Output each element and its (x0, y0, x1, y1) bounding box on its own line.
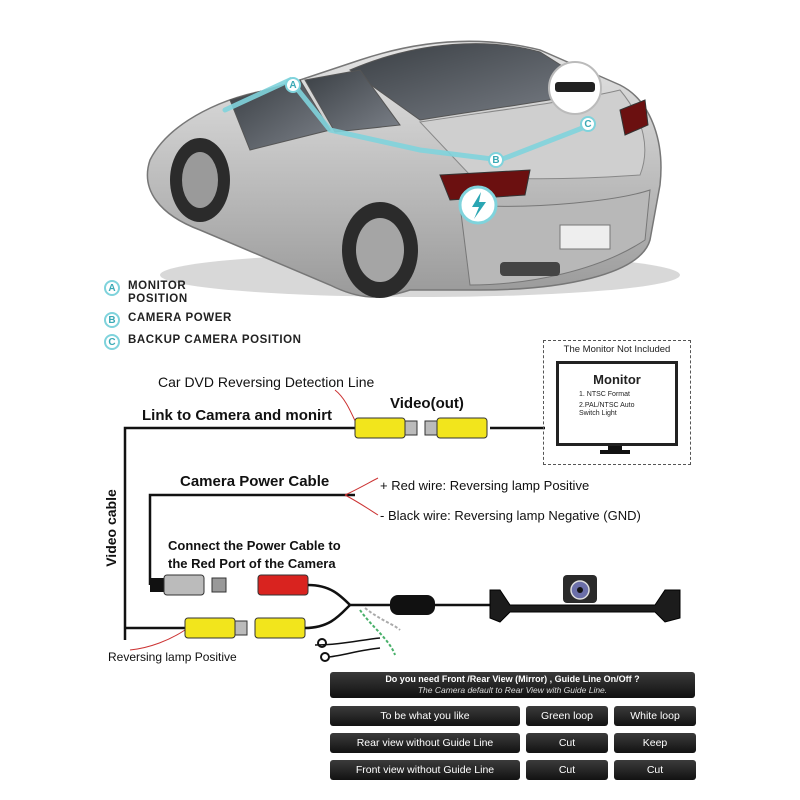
option-row-3-label: Front view without Guide Line (330, 760, 520, 780)
power-cable-label: Camera Power Cable (180, 473, 330, 490)
legend-text-a: MONITOR POSITION (128, 280, 188, 305)
link-camera-label: Link to Camera and monirt (142, 407, 333, 424)
monitor-spec-2: 2.PAL/NTSC Auto Switch Light (579, 402, 635, 417)
legend-text-c: BACKUP CAMERA POSITION (128, 334, 302, 346)
monitor-spec-1: 1. NTSC Format (579, 391, 630, 398)
marker-b: B (488, 152, 504, 168)
legend-text-b: CAMERA POWER (128, 312, 232, 324)
option-row-3-green: Cut (526, 760, 608, 780)
option-row-1-label: To be what you like (330, 706, 520, 726)
black-wire-label: - Black wire: Reversing lamp Negative (G… (380, 508, 641, 523)
option-row-2-label: Rear view without Guide Line (330, 733, 520, 753)
options-subtitle: The Camera default to Rear View with Gui… (417, 685, 608, 695)
option-row-3-white: Cut (614, 760, 696, 780)
video-cable-label: Video cable (102, 489, 119, 567)
marker-c: C (580, 116, 596, 132)
legend-camera-power: B CAMERA POWER (104, 312, 232, 328)
legend-badge-a: A (104, 280, 120, 296)
legend-backup-camera-position: C BACKUP CAMERA POSITION (104, 334, 302, 350)
option-row-1-green: Green loop (526, 706, 608, 726)
marker-a: A (285, 77, 301, 93)
options-question-bar: Do you need Front /Rear View (Mirror) , … (330, 672, 695, 698)
connect-instruction-2: the Red Port of the Camera (168, 556, 336, 571)
video-out-label: Video(out) (390, 395, 464, 412)
reversing-positive-label: Reversing lamp Positive (108, 650, 237, 664)
monitor-title: Monitor (593, 372, 641, 387)
option-row-2-white: Keep (614, 733, 696, 753)
dvd-detection-label: Car DVD Reversing Detection Line (158, 374, 375, 390)
monitor-box: The Monitor Not Included Monitor 1. NTSC… (543, 340, 691, 465)
options-question: Do you need Front /Rear View (Mirror) , … (385, 674, 640, 684)
monitor-screen: Monitor 1. NTSC Format 2.PAL/NTSC Auto S… (556, 361, 678, 446)
connect-instruction-1: Connect the Power Cable to (168, 538, 341, 553)
monitor-not-included: The Monitor Not Included (563, 344, 671, 355)
option-row-2-green: Cut (526, 733, 608, 753)
red-wire-label: + Red wire: Reversing lamp Positive (380, 478, 590, 493)
legend-badge-b: B (104, 312, 120, 328)
option-row-1-white: White loop (614, 706, 696, 726)
legend-badge-c: C (104, 334, 120, 350)
legend-monitor-position: A MONITOR POSITION (104, 280, 208, 306)
